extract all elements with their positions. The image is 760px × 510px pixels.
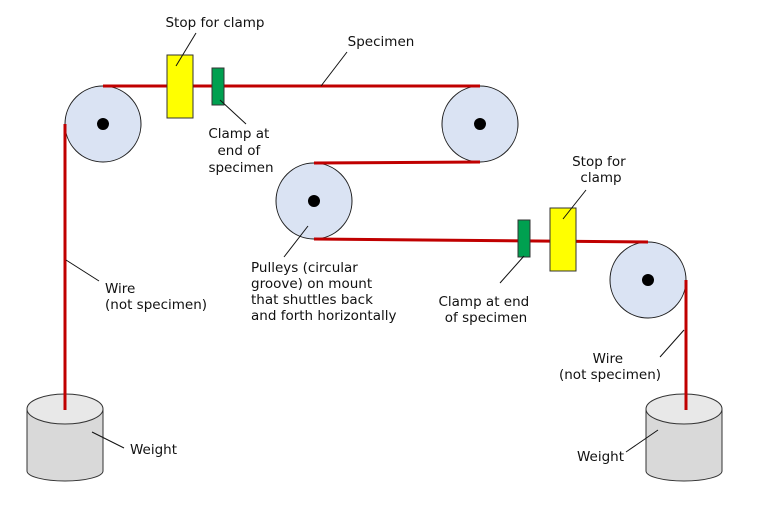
leader-wire-left (65, 259, 100, 282)
label-pulleys: Pulleys (circular groove) on mount that … (251, 260, 396, 324)
pulley-middle (275, 162, 353, 240)
leader-specimen (320, 51, 348, 87)
leader-weight-right (625, 429, 659, 453)
pulley-right-axle (642, 274, 654, 286)
leader-weight-left (91, 431, 125, 449)
weight-left-body (26, 408, 104, 482)
label-clamp-left: Clamp at end of specimen (208, 126, 273, 176)
stop-for-clamp-left (166, 54, 194, 119)
label-clamp-right: Clamp at end of specimen (438, 294, 533, 326)
pulley-middle-axle (308, 195, 320, 207)
label-wire-right: Wire (not specimen) (559, 351, 661, 383)
pulley-right (609, 241, 687, 319)
leader-stop-right (562, 189, 587, 220)
pulley-top-right-axle (474, 118, 486, 130)
weight-right-body (645, 408, 723, 482)
leader-clamp-left (219, 99, 247, 125)
label-weight-right: Weight (577, 449, 624, 465)
pulley-top-left-axle (97, 118, 109, 130)
clamp-right (517, 219, 531, 258)
leader-pulleys (283, 225, 309, 258)
label-stop-for-clamp-left: Stop for clamp (165, 15, 264, 31)
label-stop-for-clamp-right: Stop for clamp (572, 154, 630, 186)
pulley-top-left (64, 85, 142, 163)
specimen-lower-span (313, 237, 649, 244)
stop-for-clamp-right (549, 207, 577, 272)
label-wire-left: Wire (not specimen) (105, 281, 207, 313)
leader-wire-right (659, 329, 685, 358)
label-weight-left: Weight (130, 442, 177, 458)
weight-right-top (645, 393, 723, 425)
specimen-middle-span (313, 160, 481, 165)
specimen-path (63, 84, 688, 410)
pulley-top-right (441, 85, 519, 163)
leader-stop-left (175, 32, 197, 67)
label-specimen: Specimen (348, 34, 415, 50)
weight-right (645, 393, 723, 482)
leader-clamp-right (499, 255, 525, 284)
clamp-left (211, 67, 225, 106)
